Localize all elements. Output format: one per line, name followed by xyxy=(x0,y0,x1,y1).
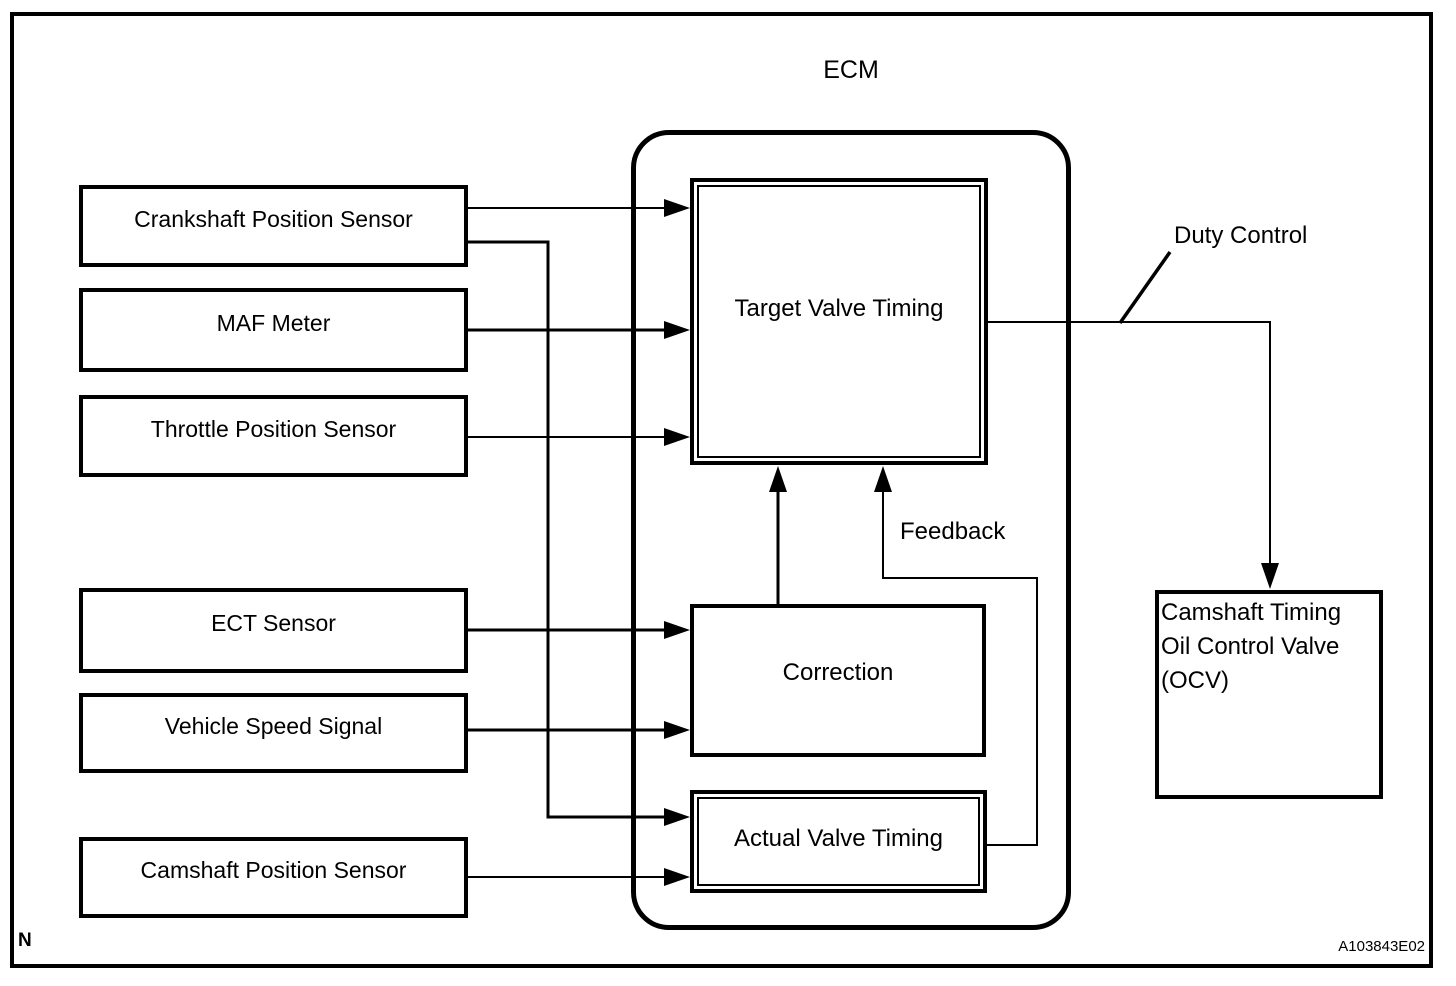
actuator-box-ocv: Camshaft Timing Oil Control Valve (OCV) xyxy=(1155,590,1383,799)
sensor-label: Throttle Position Sensor xyxy=(150,415,397,442)
sensor-box-camshaft-position: Camshaft Position Sensor xyxy=(79,837,468,918)
sensor-label: ECT Sensor xyxy=(211,610,336,636)
sensor-label: Camshaft Position Sensor xyxy=(140,857,407,883)
block-target-valve-timing: Target Valve Timing xyxy=(690,178,988,465)
sensor-box-throttle-position: Throttle Position Sensor xyxy=(79,395,468,477)
sensor-label: Crankshaft Position Sensor xyxy=(134,205,413,232)
sensor-box-vehicle-speed: Vehicle Speed Signal xyxy=(79,693,468,773)
sensor-label: Vehicle Speed Signal xyxy=(164,712,383,739)
feedback-label: Feedback xyxy=(900,518,1006,545)
page-border xyxy=(10,12,1433,968)
duty-control-label: Duty Control xyxy=(1174,222,1308,249)
sensor-box-maf-meter: MAF Meter xyxy=(79,288,468,372)
block-label: Target Valve Timing xyxy=(697,185,981,458)
sensor-box-ect: ECT Sensor xyxy=(79,588,468,673)
block-correction: Correction xyxy=(690,604,986,757)
block-label: Actual Valve Timing xyxy=(697,797,980,886)
block-label: Correction xyxy=(782,658,894,686)
sensor-box-crankshaft-position: Crankshaft Position Sensor xyxy=(79,185,468,267)
footer-note: N xyxy=(18,930,32,951)
sensor-label: MAF Meter xyxy=(216,309,331,336)
figure-code: A103843E02 xyxy=(1338,938,1425,955)
block-actual-valve-timing: Actual Valve Timing xyxy=(690,790,987,893)
ecm-title: ECM xyxy=(823,56,879,84)
